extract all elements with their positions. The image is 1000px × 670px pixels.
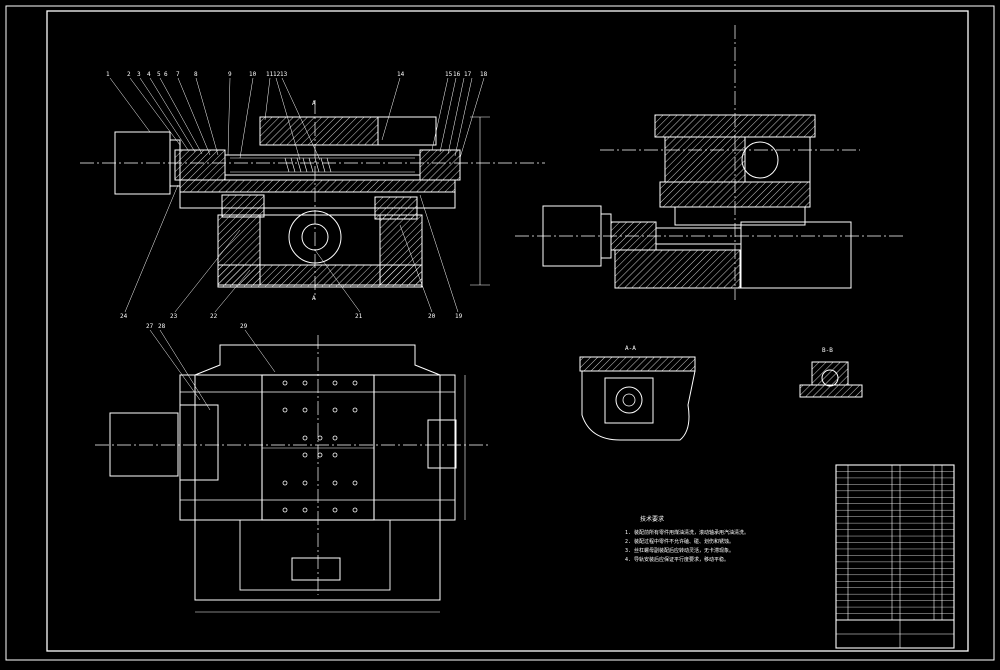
front-balloons-bottom: 24 23 22 21 20 19 (120, 313, 463, 320)
balloon-4: 4 (147, 71, 151, 78)
section-a-a-label: A-A (625, 345, 636, 352)
tech-req-heading: 技术要求 (640, 515, 664, 523)
balloon-15: 15 (445, 71, 453, 78)
front-section-view: 1 2 3 4 5 6 7 8 9 10 11 12 13 14 15 16 1… (80, 71, 545, 320)
inner-frame (46, 10, 969, 652)
balloon-18: 18 (480, 71, 488, 78)
plan-view: 27 28 29 (95, 323, 490, 613)
balloon-23: 23 (170, 313, 178, 320)
balloon-9: 9 (228, 71, 232, 78)
balloon-20: 20 (428, 313, 436, 320)
balloon-12: 12 (273, 71, 281, 78)
section-b-b-label: B-B (822, 347, 833, 354)
technical-requirements: 技术要求 1. 装配前所有零件用煤油清洗，滚动轴承用汽油清洗。 2. 装配过程中… (625, 515, 749, 563)
balloon-19: 19 (455, 313, 463, 320)
balloon-17: 17 (464, 71, 472, 78)
balloon-28: 28 (158, 323, 166, 330)
tech-req-line-4: 4. 导轨安装后应保证平行度要求，移动平稳。 (625, 556, 729, 563)
balloon-6: 6 (164, 71, 168, 78)
outer-frame (5, 5, 995, 661)
balloon-1: 1 (106, 71, 110, 78)
balloon-10: 10 (249, 71, 257, 78)
title-block (835, 464, 955, 649)
balloon-27: 27 (146, 323, 154, 330)
plan-bolt-holes (282, 380, 358, 513)
balloon-7: 7 (176, 71, 180, 78)
section-mark-a-top: A (312, 100, 316, 107)
tech-req-line-2: 2. 装配过程中零件不允许磕、碰、划伤和锈蚀。 (625, 538, 734, 545)
balloon-16: 16 (453, 71, 461, 78)
balloon-2: 2 (127, 71, 131, 78)
tech-req-line-3: 3. 丝杠螺母副装配后应转动灵活，无卡滞现象。 (625, 547, 734, 554)
lead-screw (230, 157, 415, 173)
section-b-b: B-B (799, 347, 863, 398)
balloon-24: 24 (120, 313, 128, 320)
balloon-11: 11 (266, 71, 274, 78)
balloon-22: 22 (210, 313, 218, 320)
balloon-21: 21 (355, 313, 363, 320)
tech-req-line-1: 1. 装配前所有零件用煤油清洗，滚动轴承用汽油清洗。 (625, 529, 749, 536)
balloon-13: 13 (280, 71, 288, 78)
balloon-5: 5 (157, 71, 161, 78)
balloon-14: 14 (397, 71, 405, 78)
side-section-view (515, 25, 905, 300)
balloon-8: 8 (194, 71, 198, 78)
balloon-3: 3 (137, 71, 141, 78)
balloon-29: 29 (240, 323, 248, 330)
front-balloons-top: 1 2 3 4 5 6 7 8 9 10 11 12 13 14 15 16 1… (106, 71, 488, 78)
section-mark-a-bottom: A (312, 295, 316, 302)
section-a-a: A-A (579, 345, 696, 441)
